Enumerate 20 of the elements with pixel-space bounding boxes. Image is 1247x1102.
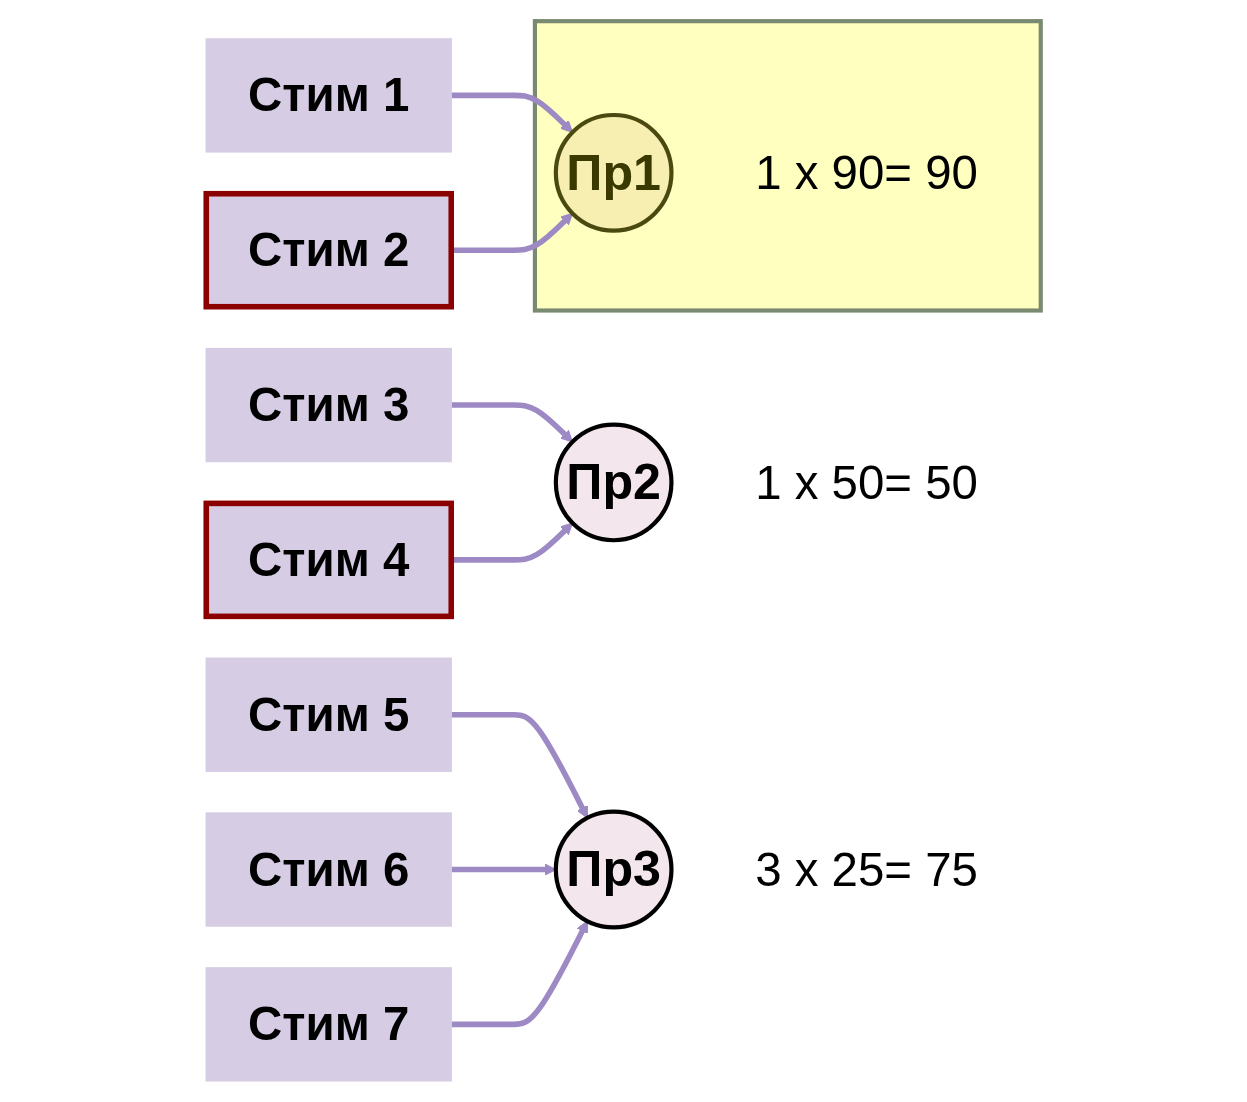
cluster	[532, 19, 1043, 313]
node-box	[205, 967, 452, 1082]
arrow	[451, 522, 573, 563]
node-label: 1 x 90= 90	[755, 145, 978, 199]
arrow	[451, 212, 573, 253]
node-box	[205, 812, 452, 927]
arrow	[451, 402, 573, 443]
node-circle	[553, 809, 674, 930]
arrow	[451, 92, 573, 133]
node-label: 3 x 25= 75	[755, 842, 978, 896]
node-circle	[553, 422, 674, 543]
node-box	[203, 190, 455, 310]
node-circle	[553, 112, 674, 233]
node-box	[205, 657, 452, 772]
arrow	[451, 711, 588, 819]
arrow	[451, 920, 588, 1028]
node-box	[205, 38, 452, 153]
node-box	[203, 500, 455, 620]
node-box	[205, 347, 452, 463]
node-label: 1 x 50= 50	[755, 455, 978, 509]
